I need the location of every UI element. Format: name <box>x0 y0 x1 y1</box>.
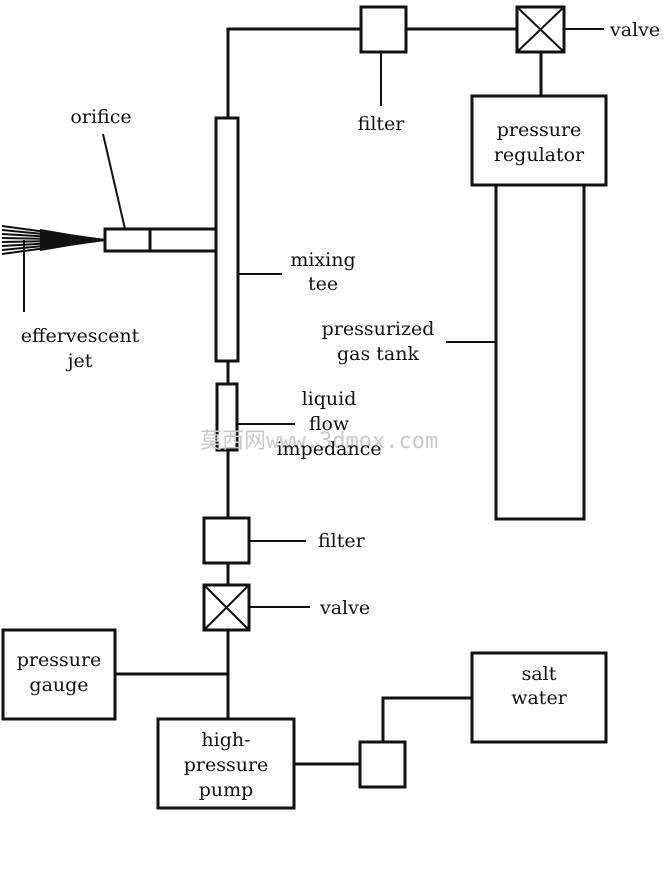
label-mixing-tee-2: tee <box>308 273 338 295</box>
filter-top <box>359 5 408 54</box>
watermark: 莫西网www.3dmox.com <box>200 429 438 454</box>
label-effervescent-jet: effervescent <box>21 325 140 347</box>
leader-orifice <box>102 133 126 230</box>
label-pressure-regulator-2: regulator <box>494 144 585 166</box>
mixing-tee <box>214 116 240 363</box>
inlet-filter <box>358 740 407 789</box>
label-high-pressure-pump-3: pump <box>199 779 254 801</box>
label-liquid-flow-impedance: liquid <box>302 388 357 410</box>
label-pressure-regulator: pressure <box>497 119 582 141</box>
label-pressurized-gas-tank: pressurized <box>322 318 435 340</box>
orifice-part <box>103 227 152 253</box>
label-high-pressure-pump-2: pressure <box>184 754 269 776</box>
label-filter-bottom: filter <box>318 530 366 552</box>
label-mixing-tee: mixing <box>290 249 355 271</box>
label-high-pressure-pump: high- <box>201 729 250 751</box>
label-pressure-gauge: pressure <box>17 649 102 671</box>
label-pressure-gauge-2: gauge <box>29 674 88 696</box>
label-valve-top: valve <box>609 19 660 41</box>
valve-top <box>515 5 566 54</box>
salt-water-box <box>470 651 608 744</box>
effervescent-spray <box>1 225 106 255</box>
label-salt-water: salt <box>522 663 557 685</box>
label-orifice: orifice <box>70 106 131 128</box>
label-salt-water-2: water <box>511 687 567 709</box>
valve-bottom <box>202 583 251 632</box>
salt-water-line <box>381 696 472 742</box>
label-liquid-flow-impedance-3: impedance <box>276 438 381 460</box>
pressure-gauge-box <box>1 628 117 721</box>
label-effervescent-jet-2: jet <box>66 350 93 372</box>
label-valve-bottom: valve <box>319 597 370 619</box>
label-pressurized-gas-tank-2: gas tank <box>337 343 419 365</box>
pressurized-gas-tank <box>494 183 586 521</box>
label-liquid-flow-impedance-2: flow <box>309 413 350 435</box>
filter-bottom <box>202 516 251 565</box>
label-filter-top: filter <box>358 113 406 135</box>
gas-line-top <box>226 27 361 118</box>
